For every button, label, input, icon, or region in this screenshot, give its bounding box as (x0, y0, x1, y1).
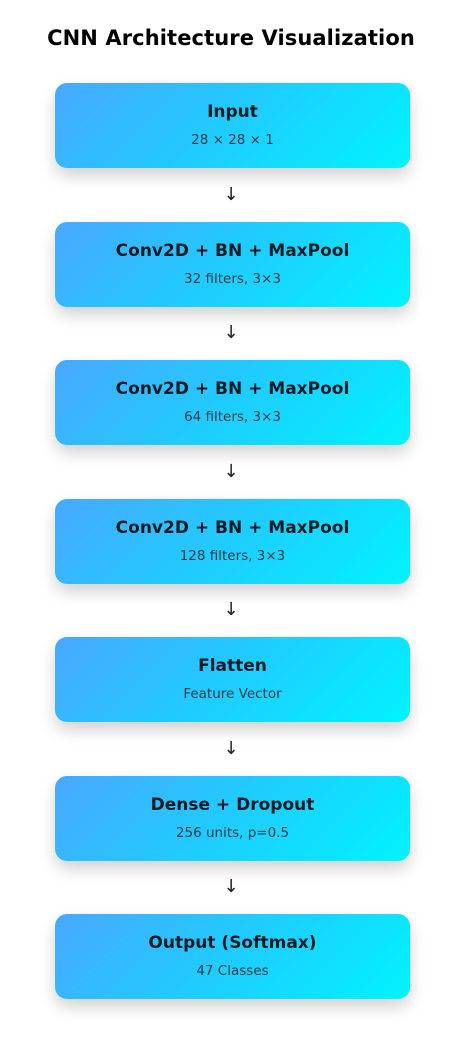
layer-detail: 64 filters, 3×3 (184, 409, 281, 425)
layer-detail: 28 × 28 × 1 (191, 132, 274, 148)
layer-name: Input (207, 102, 258, 122)
layer-conv-block-1: Conv2D + BN + MaxPool 32 filters, 3×3 (55, 222, 410, 307)
layer-name: Flatten (198, 656, 267, 676)
layer-name: Conv2D + BN + MaxPool (115, 241, 350, 261)
down-arrow-icon: ↓ (223, 738, 239, 759)
layer-name: Dense + Dropout (150, 795, 315, 815)
down-arrow-icon: ↓ (223, 876, 239, 897)
diagram-title: CNN Architecture Visualization (47, 26, 415, 50)
layer-detail: 32 filters, 3×3 (184, 271, 281, 287)
layer-name: Output (Softmax) (148, 933, 317, 953)
layer-dense-dropout: Dense + Dropout 256 units, p=0.5 (55, 776, 410, 861)
down-arrow-icon: ↓ (223, 461, 239, 482)
layer-detail: Feature Vector (183, 686, 282, 702)
layer-conv-block-2: Conv2D + BN + MaxPool 64 filters, 3×3 (55, 360, 410, 445)
layer-detail: 47 Classes (196, 963, 269, 979)
layer-name: Conv2D + BN + MaxPool (115, 518, 350, 538)
down-arrow-icon: ↓ (223, 322, 239, 343)
layer-input: Input 28 × 28 × 1 (55, 83, 410, 168)
down-arrow-icon: ↓ (223, 599, 239, 620)
layer-conv-block-3: Conv2D + BN + MaxPool 128 filters, 3×3 (55, 499, 410, 584)
layer-detail: 128 filters, 3×3 (179, 548, 286, 564)
layer-name: Conv2D + BN + MaxPool (115, 379, 350, 399)
layer-detail: 256 units, p=0.5 (175, 825, 290, 841)
layer-flatten: Flatten Feature Vector (55, 637, 410, 722)
down-arrow-icon: ↓ (223, 184, 239, 205)
layer-output: Output (Softmax) 47 Classes (55, 914, 410, 999)
